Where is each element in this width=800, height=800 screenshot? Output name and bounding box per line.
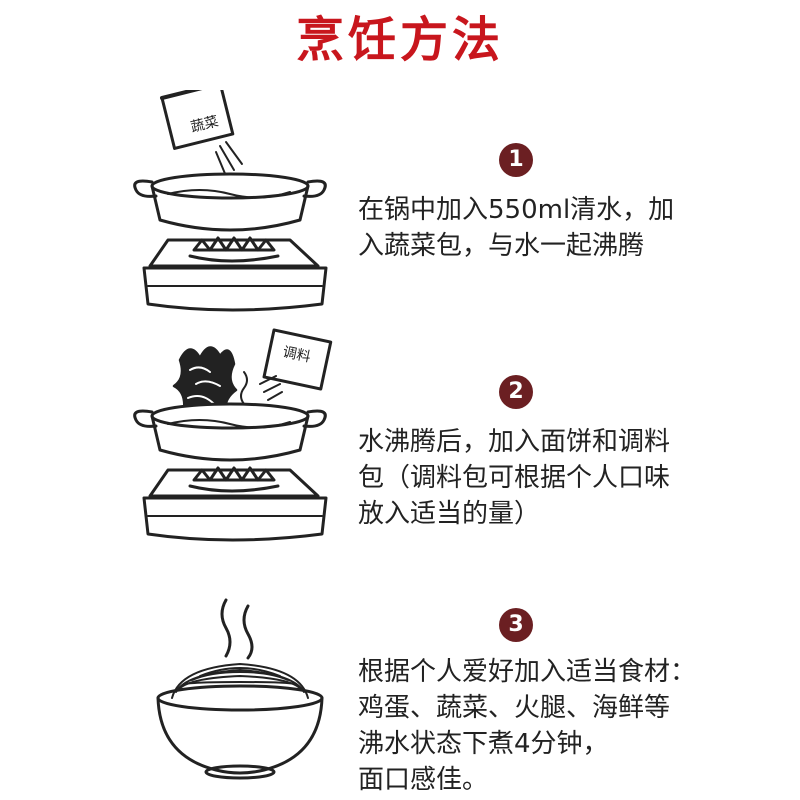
noodle-bowl-icon bbox=[156, 598, 324, 780]
step-description: 根据个人爱好加入适当食材： 鸡蛋、蔬菜、火腿、海鲜等 沸水状态下煮4分钟， 面口… bbox=[358, 657, 697, 795]
seasoning-packet-icon bbox=[262, 328, 333, 391]
packet-label: 调料 bbox=[281, 344, 312, 365]
step-description: 在锅中加入550ml清水，加 入蔬菜包，与水一起沸腾 bbox=[358, 195, 675, 261]
steam-icon bbox=[220, 598, 232, 658]
step-2: 调料 2 水沸腾后，加入面饼和调料 包（调料包可根据个人口味 放入适当的量） bbox=[0, 320, 800, 560]
step-number-badge: 3 bbox=[499, 608, 533, 642]
step-3: 3 根据个人爱好加入适当食材： 鸡蛋、蔬菜、火腿、海鲜等 沸水状态下煮4分钟， … bbox=[0, 560, 800, 800]
packet-label: 蔬菜 bbox=[189, 114, 220, 136]
pot-on-stove-icon: 蔬菜 bbox=[133, 90, 328, 312]
noodle-cake-icon bbox=[172, 346, 238, 420]
pot-with-noodles-icon: 调料 bbox=[133, 328, 333, 542]
page-title: 烹饪方法 bbox=[295, 12, 504, 68]
noodles-icon bbox=[171, 663, 309, 699]
step-number-badge: 2 bbox=[499, 375, 533, 409]
vegetable-packet-icon bbox=[160, 90, 235, 150]
step-description: 水沸腾后，加入面饼和调料 包（调料包可根据个人口味 放入适当的量） bbox=[358, 427, 671, 529]
step-1: 蔬菜 1 在锅中加入550ml清水，加 入蔬菜包，与水一起沸腾 bbox=[0, 90, 800, 330]
step-number-badge: 1 bbox=[499, 143, 533, 177]
